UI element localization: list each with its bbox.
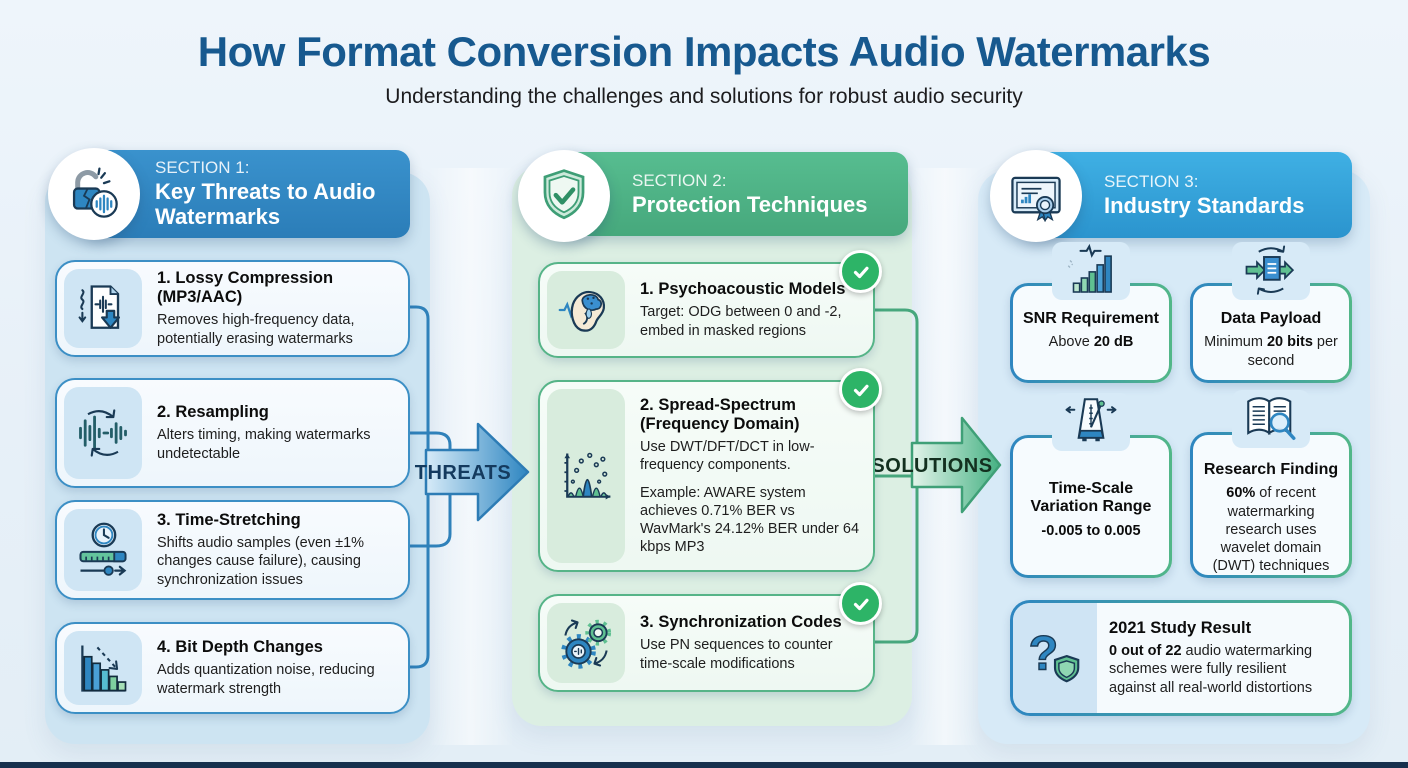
card-title: 3. Time-Stretching — [157, 511, 301, 530]
section1-icon-circle — [48, 148, 140, 240]
card-title: 1. Lossy Compression (MP3/AAC) — [157, 269, 334, 307]
threat-card-lossy-compression: 1. Lossy Compression (MP3/AAC) Removes h… — [55, 260, 410, 357]
resampling-waveform-icon — [79, 409, 127, 457]
threats-connectors: THREATS — [406, 305, 530, 669]
declining-bars-icon — [81, 645, 127, 692]
study-title: 2021 Study Result — [1109, 619, 1252, 638]
stat-value: Above 20 dB — [1048, 334, 1134, 351]
check-icon — [853, 266, 869, 278]
stat-value: -0.005 to 0.005 — [1041, 522, 1141, 539]
card-title: 3. Synchronization Codes — [640, 613, 842, 632]
stat-title: SNR Requirement — [1022, 310, 1160, 327]
card-desc: Target: ODG between 0 and -2, embed in m… — [640, 304, 842, 339]
stat-card-payload: Data Payload Minimum 20 bits per second — [1190, 283, 1352, 383]
signal-bars-icon — [1067, 243, 1112, 293]
check-icon — [853, 598, 869, 610]
page-title: How Format Conversion Impacts Audio Wate… — [197, 28, 1211, 75]
solutions-arrow-label: SOLUTIONS — [872, 455, 993, 477]
card-desc: Alters timing, making watermarks undetec… — [157, 427, 371, 462]
card-desc: Use DWT/DFT/DCT in low-frequency compone… — [640, 438, 815, 473]
shield-check-icon — [543, 169, 585, 220]
card-title: 2. Resampling — [157, 403, 269, 422]
clock-slider-icon — [79, 522, 127, 576]
section3-header: SECTION 3: Industry Standards — [1022, 152, 1352, 238]
card-title: 4. Bit Depth Changes — [157, 638, 323, 657]
card-desc-example: Example: AWARE system achieves 0.71% BER… — [640, 484, 860, 556]
page-subtitle: Understanding the challenges and solutio… — [385, 85, 1023, 108]
section2-header: SECTION 2: Protection Techniques — [556, 152, 908, 236]
study-result-card: ? 2021 Study Result 0 out of 22 audio wa… — [1010, 600, 1352, 716]
svg-text:?: ? — [1029, 627, 1059, 681]
section3-title: Industry Standards — [1104, 192, 1305, 218]
section3-icon-circle — [990, 150, 1082, 242]
card-desc: Use PN sequences to counter time-scale m… — [640, 637, 833, 672]
card-desc: Removes high-frequency data, potentially… — [157, 312, 355, 347]
solutions-arrow — [910, 416, 1002, 514]
broken-lock-icon — [72, 167, 118, 218]
threat-card-resampling: 2. Resampling Alters timing, making wate… — [55, 378, 410, 488]
protection-card-sync-codes: 3. Synchronization Codes Use PN sequence… — [538, 582, 882, 692]
card-title: 1. Psychoacoustic Models — [640, 280, 846, 299]
section2-icon-circle — [518, 150, 610, 242]
question-shield-icon: ? — [1028, 627, 1080, 683]
section2-label: SECTION 2: — [632, 170, 727, 190]
section1-header: SECTION 1: Key Threats to Audio Watermar… — [85, 150, 410, 238]
section2-title: Protection Techniques — [632, 191, 868, 217]
certificate-icon — [1011, 176, 1061, 223]
card-desc: Adds quantization noise, reducing waterm… — [157, 662, 375, 697]
threat-card-bit-depth: 4. Bit Depth Changes Adds quantization n… — [55, 622, 410, 714]
sync-gears-icon — [561, 619, 612, 669]
ear-brain-icon — [558, 290, 605, 332]
card-desc: Shifts audio samples (even ±1% changes c… — [157, 535, 365, 588]
check-badge — [839, 250, 882, 293]
file-compression-down-icon — [78, 284, 121, 329]
solutions-connectors: SOLUTIONS — [872, 308, 1002, 644]
card-title: 2. Spread-Spectrum (Frequency Domain) — [640, 395, 800, 433]
threats-arrow-label: THREATS — [415, 462, 511, 484]
stat-title: Time-Scale Variation Range — [1030, 480, 1152, 516]
protection-card-psychoacoustic: 1. Psychoacoustic Models Target: ODG bet… — [538, 250, 882, 358]
stat-value: Minimum 20 bits per second — [1204, 334, 1338, 369]
data-transfer-icon — [1245, 245, 1295, 295]
check-badge — [839, 368, 882, 411]
stat-title: Research Finding — [1203, 461, 1339, 478]
protection-card-spread-spectrum: 2. Spread-Spectrum (Frequency Domain) Us… — [538, 368, 882, 572]
stat-title: Data Payload — [1220, 310, 1322, 327]
book-magnifier-icon — [1247, 397, 1296, 440]
spectrum-plot-icon — [564, 452, 611, 500]
study-text: 0 out of 22 audio watermarking schemes w… — [1109, 643, 1313, 696]
threat-card-time-stretching: 3. Time-Stretching Shifts audio samples … — [55, 500, 410, 600]
section1-label: SECTION 1: — [155, 158, 250, 178]
stat-card-timescale: Time-Scale Variation Range -0.005 to 0.0… — [1010, 435, 1172, 578]
metronome-icon — [1065, 398, 1117, 442]
stat-value: 60% of recent watermarking research uses… — [1212, 485, 1330, 574]
section3-label: SECTION 3: — [1104, 171, 1199, 191]
bottom-accent-bar — [0, 762, 1408, 768]
threats-arrow — [424, 422, 530, 522]
check-icon — [853, 384, 869, 396]
stat-card-research: Research Finding 60% of recent watermark… — [1190, 432, 1352, 578]
section1-title: Key Threats to Audio Watermarks — [155, 179, 376, 229]
check-badge — [839, 582, 882, 625]
